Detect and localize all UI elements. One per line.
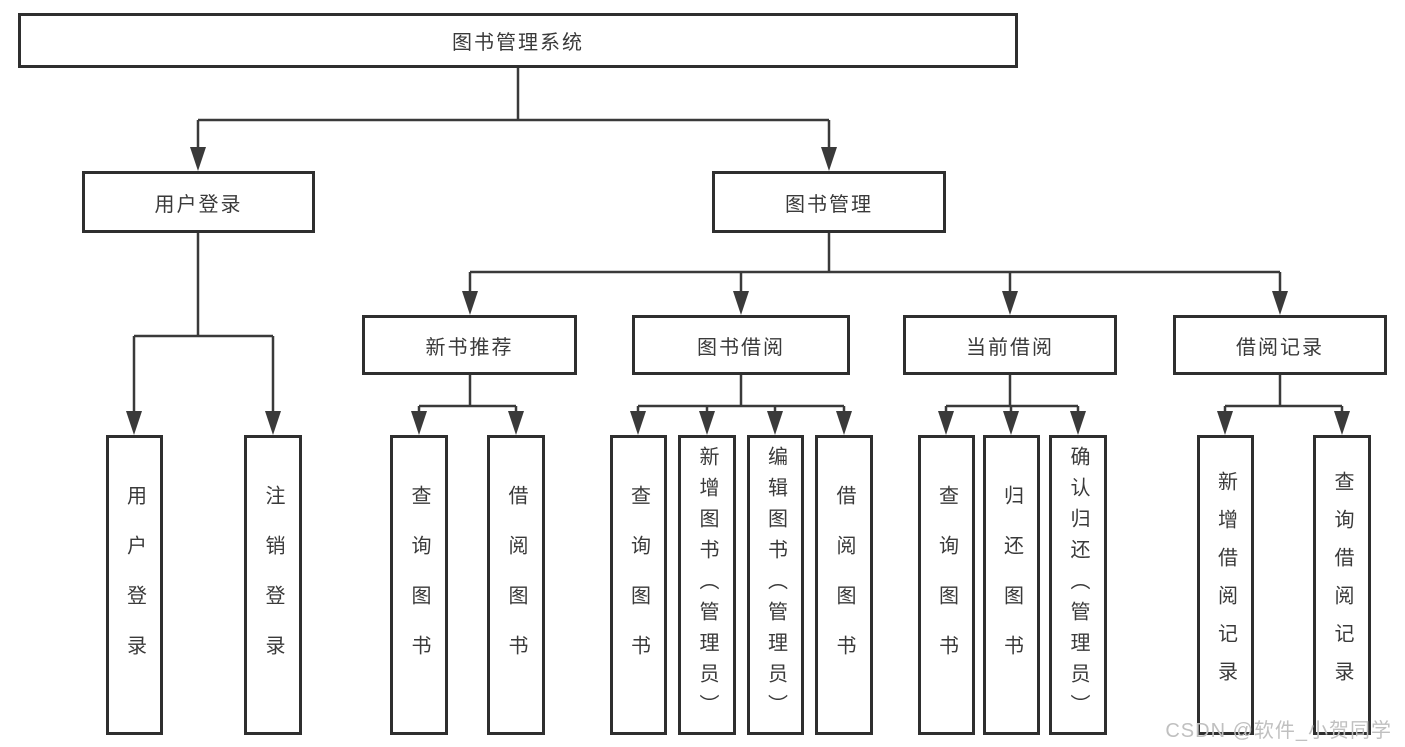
- leaf-logout-label: 注销登录: [262, 485, 284, 685]
- leaf-return-books-label: 归还图书: [1000, 485, 1023, 685]
- leaf-borrow-books-borrowing: 借阅图书: [815, 435, 873, 735]
- leaf-add-book-admin-label: 新增图书（管理员）: [696, 445, 718, 725]
- node-borrowing-records: 借阅记录: [1173, 315, 1387, 375]
- leaf-logout: 注销登录: [244, 435, 302, 735]
- watermark: CSDN @软件_小贺同学: [1165, 720, 1392, 742]
- node-new-book-recommendation: 新书推荐: [362, 315, 577, 375]
- leaf-add-book-admin: 新增图书（管理员）: [678, 435, 736, 735]
- leaf-add-borrow-record-label: 新增借阅记录: [1214, 471, 1237, 699]
- node-user-login: 用户登录: [82, 171, 315, 233]
- leaf-user-login-label: 用户登录: [123, 485, 146, 685]
- leaf-query-books-current-label: 查询图书: [935, 485, 958, 685]
- node-library-management-system: 图书管理系统: [18, 13, 1018, 68]
- leaf-query-books-recommend: 查询图书: [390, 435, 448, 735]
- node-book-management: 图书管理: [712, 171, 946, 233]
- node-book-borrowing: 图书借阅: [632, 315, 850, 375]
- leaf-query-borrow-record-label: 查询借阅记录: [1331, 471, 1353, 699]
- leaf-return-books: 归还图书: [983, 435, 1040, 735]
- leaf-confirm-return-admin: 确认归还（管理员）: [1049, 435, 1107, 735]
- leaf-edit-book-admin: 编辑图书（管理员）: [747, 435, 804, 735]
- node-current-borrowing: 当前借阅: [903, 315, 1117, 375]
- leaf-query-borrow-record: 查询借阅记录: [1313, 435, 1371, 735]
- leaf-query-books-borrowing: 查询图书: [610, 435, 667, 735]
- leaf-borrow-books-recommend-label: 借阅图书: [505, 485, 527, 685]
- leaf-confirm-return-admin-label: 确认归还（管理员）: [1067, 445, 1089, 725]
- leaf-add-borrow-record: 新增借阅记录: [1197, 435, 1254, 735]
- leaf-user-login: 用户登录: [106, 435, 163, 735]
- leaf-borrow-books-borrowing-label: 借阅图书: [833, 485, 855, 685]
- leaf-query-books-borrowing-label: 查询图书: [627, 485, 650, 685]
- leaf-query-books-current: 查询图书: [918, 435, 975, 735]
- leaf-edit-book-admin-label: 编辑图书（管理员）: [764, 445, 787, 725]
- leaf-borrow-books-recommend: 借阅图书: [487, 435, 545, 735]
- leaf-query-books-recommend-label: 查询图书: [408, 485, 430, 685]
